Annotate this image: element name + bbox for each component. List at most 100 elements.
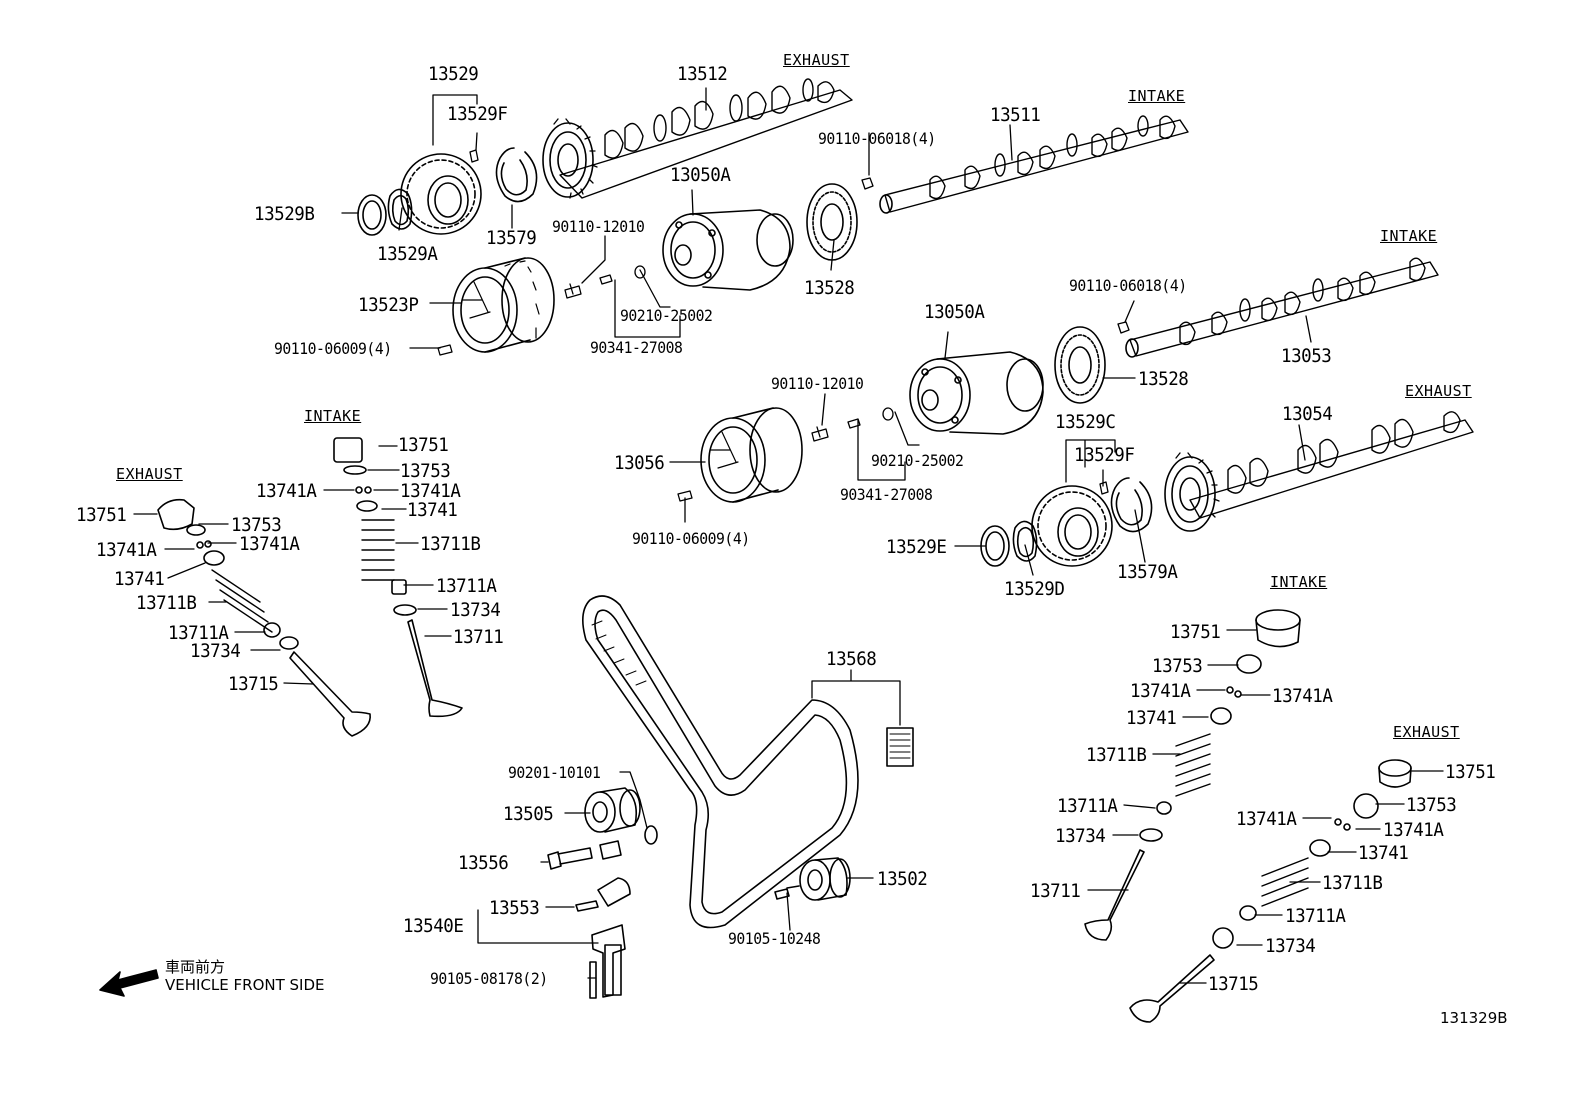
- tensioner-13540E: [575, 877, 631, 999]
- callout-90110-06009-upper[interactable]: 90110-06009(4): [274, 339, 392, 358]
- callout-13502[interactable]: 13502: [877, 868, 928, 890]
- callout-90341-27008-upper[interactable]: 90341-27008: [590, 338, 683, 357]
- callout-90110-12010-upper[interactable]: 90110-12010: [552, 217, 645, 236]
- heading-intake-left: INTAKE: [304, 407, 362, 425]
- callout-13579A[interactable]: 13579A: [1117, 561, 1178, 583]
- vvt-unit-13050A-upper: [662, 209, 794, 291]
- callout-13711A-right-intake[interactable]: 13711A: [1057, 795, 1118, 817]
- callout-13741A-right-intake-b[interactable]: 13741A: [1272, 685, 1333, 707]
- callout-13741-right-exhaust[interactable]: 13741: [1358, 842, 1409, 864]
- callout-90210-25002-upper[interactable]: 90210-25002: [620, 306, 713, 325]
- snap-ring-13579A: [1110, 477, 1153, 533]
- callout-90105-08178[interactable]: 90105-08178(2): [430, 969, 548, 988]
- callout-13734-left-intake[interactable]: 13734: [450, 599, 501, 621]
- callout-13741A-right-exhaust-b[interactable]: 13741A: [1383, 819, 1444, 841]
- callout-13711B-left-exhaust[interactable]: 13711B: [136, 592, 197, 614]
- callout-13753-right-exhaust[interactable]: 13753: [1406, 794, 1457, 816]
- callout-13711A-left-exhaust[interactable]: 13711A: [168, 622, 229, 644]
- callout-90110-06009-lower[interactable]: 90110-06009(4): [632, 529, 750, 548]
- callout-13529D[interactable]: 13529D: [1004, 578, 1065, 600]
- callout-13512[interactable]: 13512: [677, 63, 728, 85]
- callout-90201-10101[interactable]: 90201-10101: [508, 763, 601, 782]
- callout-13529F-lower[interactable]: 13529F: [1074, 444, 1135, 466]
- callout-13715-right-exhaust[interactable]: 13715: [1208, 973, 1259, 995]
- callout-90110-06018-upper[interactable]: 90110-06018(4): [818, 129, 936, 148]
- callout-13529B[interactable]: 13529B: [254, 203, 315, 225]
- callout-13529[interactable]: 13529: [428, 63, 479, 85]
- callout-13711B-left-intake[interactable]: 13711B: [420, 533, 481, 555]
- callout-90210-25002-lower[interactable]: 90210-25002: [871, 451, 964, 470]
- callout-13741-left-intake[interactable]: 13741: [407, 499, 458, 521]
- callout-13579[interactable]: 13579: [486, 227, 537, 249]
- callout-13741-left-exhaust[interactable]: 13741: [114, 568, 165, 590]
- housing-13056: [700, 407, 803, 503]
- callout-13054[interactable]: 13054: [1282, 403, 1333, 425]
- heading-exhaust-mid: EXHAUST: [1405, 382, 1472, 400]
- callout-13556[interactable]: 13556: [458, 852, 509, 874]
- callout-13711B-right-exhaust[interactable]: 13711B: [1322, 872, 1383, 894]
- callout-13715-left-exhaust[interactable]: 13715: [228, 673, 279, 695]
- callout-13741A-left-intake-b[interactable]: 13741A: [400, 480, 461, 502]
- gear-13528-lower: [1054, 326, 1106, 404]
- callout-13734-left-exhaust[interactable]: 13734: [190, 640, 241, 662]
- valve-set-left-exhaust: [157, 498, 371, 737]
- timing-belt-13568: [582, 595, 859, 929]
- callout-13734-right-intake[interactable]: 13734: [1055, 825, 1106, 847]
- callout-13753-right-intake[interactable]: 13753: [1152, 655, 1203, 677]
- callout-13529A[interactable]: 13529A: [377, 243, 438, 265]
- front-arrow-icon: [99, 969, 159, 997]
- valve-set-right-exhaust: [1129, 759, 1412, 1023]
- callout-90341-27008-lower[interactable]: 90341-27008: [840, 485, 933, 504]
- callout-13751-left-exhaust[interactable]: 13751: [76, 504, 127, 526]
- callout-13540E[interactable]: 13540E: [403, 915, 464, 937]
- callout-13741A-left-exhaust-b[interactable]: 13741A: [239, 533, 300, 555]
- callout-13711A-left-intake[interactable]: 13711A: [436, 575, 497, 597]
- callout-13711B-right-intake[interactable]: 13711B: [1086, 744, 1147, 766]
- bolts-lower: [677, 407, 894, 502]
- heading-intake-right: INTAKE: [1270, 573, 1328, 591]
- callout-13711-left-intake[interactable]: 13711: [453, 626, 504, 648]
- idler-13502: [774, 857, 851, 901]
- leader-lines: [133, 87, 1444, 984]
- figure-id: 131329B: [1440, 1009, 1508, 1027]
- callout-13553[interactable]: 13553: [489, 897, 540, 919]
- callout-13529C[interactable]: 13529C: [1055, 411, 1116, 433]
- callout-13741A-left-intake-a[interactable]: 13741A: [256, 480, 317, 502]
- valve-set-left-intake: [333, 437, 463, 718]
- callout-13529E[interactable]: 13529E: [886, 536, 947, 558]
- callout-13751-right-intake[interactable]: 13751: [1170, 621, 1221, 643]
- callout-13741A-right-intake-a[interactable]: 13741A: [1130, 680, 1191, 702]
- bolts-upper: [437, 265, 646, 356]
- callout-90110-06018-lower[interactable]: 90110-06018(4): [1069, 276, 1187, 295]
- callout-13528-lower[interactable]: 13528: [1138, 368, 1189, 390]
- vvt-unit-13050A-lower: [909, 351, 1044, 435]
- callout-13529F[interactable]: 13529F: [447, 103, 508, 125]
- sprocket-13529: [400, 149, 482, 235]
- callout-13511[interactable]: 13511: [990, 104, 1041, 126]
- heading-exhaust-right: EXHAUST: [1393, 723, 1460, 741]
- callout-13741-right-intake[interactable]: 13741: [1126, 707, 1177, 729]
- callout-13753-left-exhaust[interactable]: 13753: [231, 514, 282, 536]
- callout-13050A-lower[interactable]: 13050A: [924, 301, 985, 323]
- callout-13568[interactable]: 13568: [826, 648, 877, 670]
- callout-13753-left-intake[interactable]: 13753: [400, 460, 451, 482]
- callout-13751-right-exhaust[interactable]: 13751: [1445, 761, 1496, 783]
- callout-13523P[interactable]: 13523P: [358, 294, 419, 316]
- ring-13529E: [980, 525, 1010, 567]
- callout-13741A-left-exhaust-a[interactable]: 13741A: [96, 539, 157, 561]
- intake-camshaft-13511: [861, 115, 1189, 214]
- callout-13751-left-intake[interactable]: 13751: [398, 434, 449, 456]
- callout-13505[interactable]: 13505: [503, 803, 554, 825]
- callout-90105-10248[interactable]: 90105-10248: [728, 929, 821, 948]
- callout-90110-12010-lower[interactable]: 90110-12010: [771, 374, 864, 393]
- callout-13053[interactable]: 13053: [1281, 345, 1332, 367]
- callout-13711-right-intake[interactable]: 13711: [1030, 880, 1081, 902]
- callout-13050A-upper[interactable]: 13050A: [670, 164, 731, 186]
- callout-13711A-right-exhaust[interactable]: 13711A: [1285, 905, 1346, 927]
- callout-13734-right-exhaust[interactable]: 13734: [1265, 935, 1316, 957]
- callout-13528-upper[interactable]: 13528: [804, 277, 855, 299]
- callout-13056[interactable]: 13056: [614, 452, 665, 474]
- callout-13741A-right-exhaust-a[interactable]: 13741A: [1236, 808, 1297, 830]
